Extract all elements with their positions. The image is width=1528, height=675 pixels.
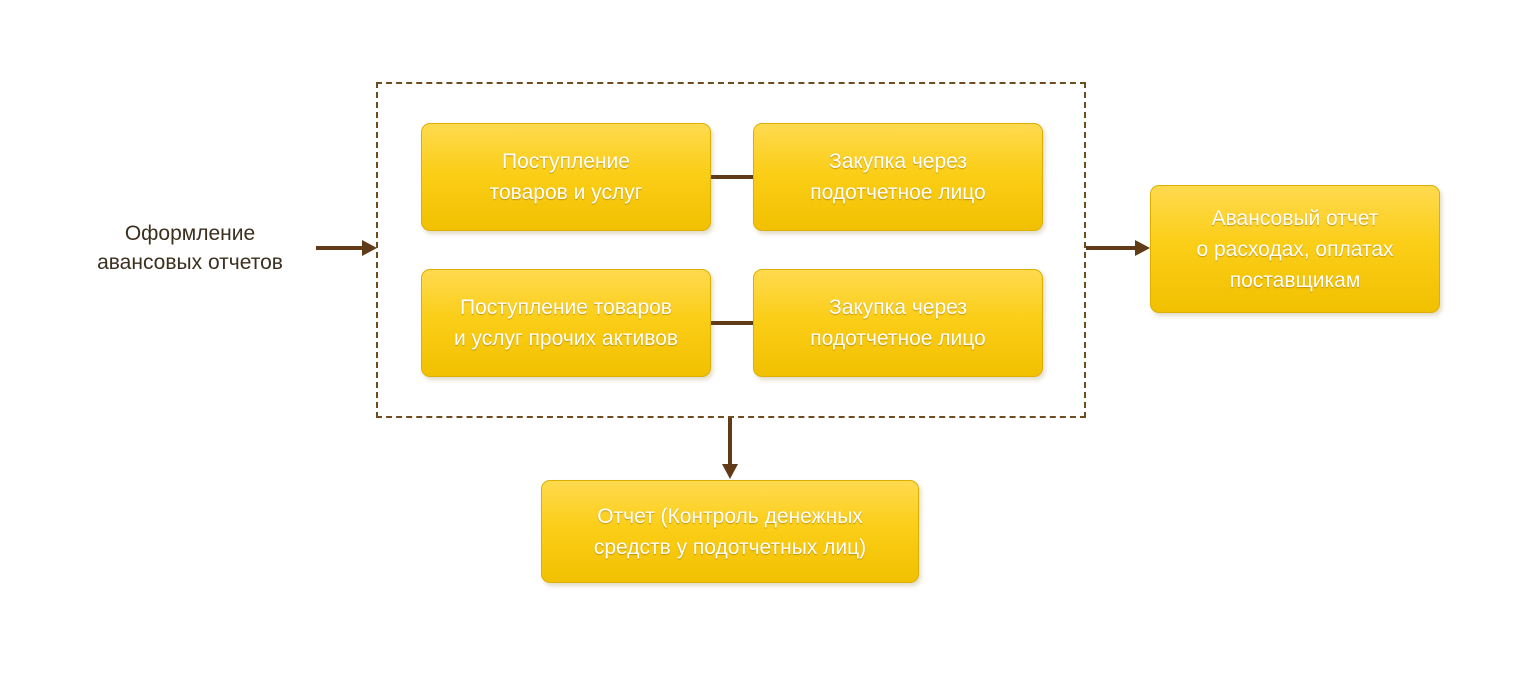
connector-row2 <box>711 321 753 325</box>
arrowhead-group-to-report-icon <box>722 464 738 479</box>
node-label-line: и услуг прочих активов <box>453 327 679 350</box>
dashed-group-container <box>376 82 1086 418</box>
node-label-line: товаров и услуг <box>489 181 643 204</box>
node-label-line: Поступление товаров <box>460 296 672 319</box>
node-label-line: Закупка через <box>829 150 967 173</box>
node-label-line: о расходах, оплатах <box>1196 237 1394 261</box>
left-caption-line: авансовых отчетов <box>97 251 283 274</box>
node-label-line: подотчетное лицо <box>810 181 986 204</box>
node-purchase-via-accountable-bottom: Закупка через подотчетное лицо <box>753 269 1043 377</box>
arrow-shaft-group-to-report <box>728 418 732 466</box>
node-receipt-goods-services: Поступление товаров и услуг <box>421 123 711 231</box>
node-label-line: Отчет (Контроль денежных <box>597 504 863 528</box>
node-receipt-other-assets: Поступление товаров и услуг прочих актив… <box>421 269 711 377</box>
node-label-line: подотчетное лицо <box>810 327 986 350</box>
arrowhead-group-to-advance-report-icon <box>1135 240 1150 256</box>
connector-row1 <box>711 175 753 179</box>
node-label-line: поставщикам <box>1229 268 1361 292</box>
arrowhead-caption-to-group-icon <box>362 240 377 256</box>
node-label-line: Поступление <box>502 150 630 173</box>
arrow-shaft-caption-to-group <box>316 246 363 250</box>
node-label-line: средств у подотчетных лиц) <box>593 535 867 559</box>
node-label-line: Авансовый отчет <box>1211 206 1379 230</box>
node-purchase-via-accountable-top: Закупка через подотчетное лицо <box>753 123 1043 231</box>
left-caption: Оформление авансовых отчетов <box>60 219 320 277</box>
left-caption-line: Оформление <box>124 222 256 245</box>
arrow-shaft-group-to-advance-report <box>1086 246 1136 250</box>
node-advance-report: Авансовый отчет о расходах, оплатах пост… <box>1150 185 1440 313</box>
node-control-report: Отчет (Контроль денежных средств у подот… <box>541 480 919 583</box>
node-label-line: Закупка через <box>829 296 967 319</box>
